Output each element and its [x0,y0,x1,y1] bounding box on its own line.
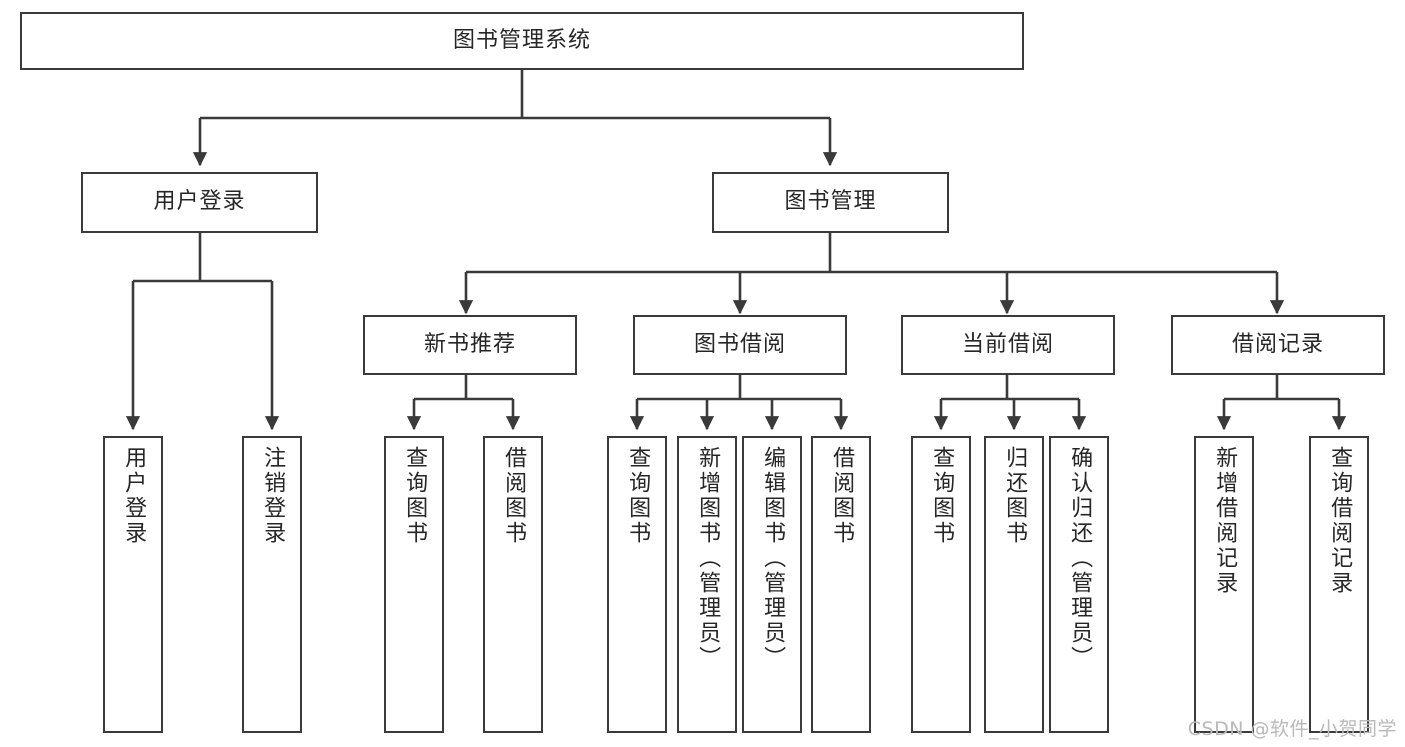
node-leaf-logout[interactable]: 注销登录 [242,436,302,733]
node-leaf-return-book[interactable]: 归还图书 [984,436,1044,733]
node-leaf-return-book-label: 归还图书 [1002,446,1028,546]
node-user-login[interactable]: 用户登录 [81,172,318,233]
node-leaf-confirm-return[interactable]: 确认归还（管理员） [1049,436,1109,733]
node-new-book-rec-label: 新书推荐 [423,331,516,357]
node-leaf-query-book-2[interactable]: 查询图书 [607,436,667,733]
node-leaf-user-login-label: 用户登录 [121,446,147,546]
node-current-borrow[interactable]: 当前借阅 [901,315,1115,375]
node-leaf-borrow-book-1[interactable]: 借阅图书 [483,436,543,733]
node-leaf-query-book-3-label: 查询图书 [929,446,955,546]
node-borrow-record-label: 借阅记录 [1231,331,1324,357]
node-leaf-borrow-book-1-label: 借阅图书 [501,446,527,546]
node-book-borrow-label: 图书借阅 [693,331,786,357]
node-leaf-query-book-1-label: 查询图书 [402,446,428,546]
node-current-borrow-label: 当前借阅 [961,331,1054,357]
node-user-login-label: 用户登录 [153,189,246,215]
node-borrow-record[interactable]: 借阅记录 [1171,315,1385,375]
node-leaf-query-record[interactable]: 查询借阅记录 [1309,436,1369,733]
node-leaf-borrow-book-2-label: 借阅图书 [829,446,855,546]
node-leaf-logout-label: 注销登录 [260,446,286,546]
node-leaf-query-record-label: 查询借阅记录 [1327,446,1353,596]
node-new-book-rec[interactable]: 新书推荐 [363,315,577,375]
node-leaf-add-book-label: 新增图书（管理员） [695,446,721,671]
node-root[interactable]: 图书管理系统 [20,12,1024,70]
node-leaf-edit-book-label: 编辑图书（管理员） [760,446,786,671]
node-leaf-confirm-return-label: 确认归还（管理员） [1067,446,1093,671]
node-leaf-add-record[interactable]: 新增借阅记录 [1194,436,1254,733]
node-leaf-query-book-1[interactable]: 查询图书 [384,436,444,733]
node-book-borrow[interactable]: 图书借阅 [633,315,847,375]
node-leaf-query-book-2-label: 查询图书 [625,446,651,546]
node-book-manage-label: 图书管理 [784,189,877,215]
node-root-label: 图书管理系统 [452,27,591,53]
node-leaf-user-login[interactable]: 用户登录 [103,436,163,733]
node-leaf-query-book-3[interactable]: 查询图书 [911,436,971,733]
node-leaf-edit-book[interactable]: 编辑图书（管理员） [742,436,802,733]
csdn-watermark: CSDN @软件_小贺同学 [1187,718,1397,740]
node-book-manage[interactable]: 图书管理 [712,172,949,233]
node-leaf-add-record-label: 新增借阅记录 [1212,446,1238,596]
node-leaf-borrow-book-2[interactable]: 借阅图书 [811,436,871,733]
node-leaf-add-book[interactable]: 新增图书（管理员） [677,436,737,733]
